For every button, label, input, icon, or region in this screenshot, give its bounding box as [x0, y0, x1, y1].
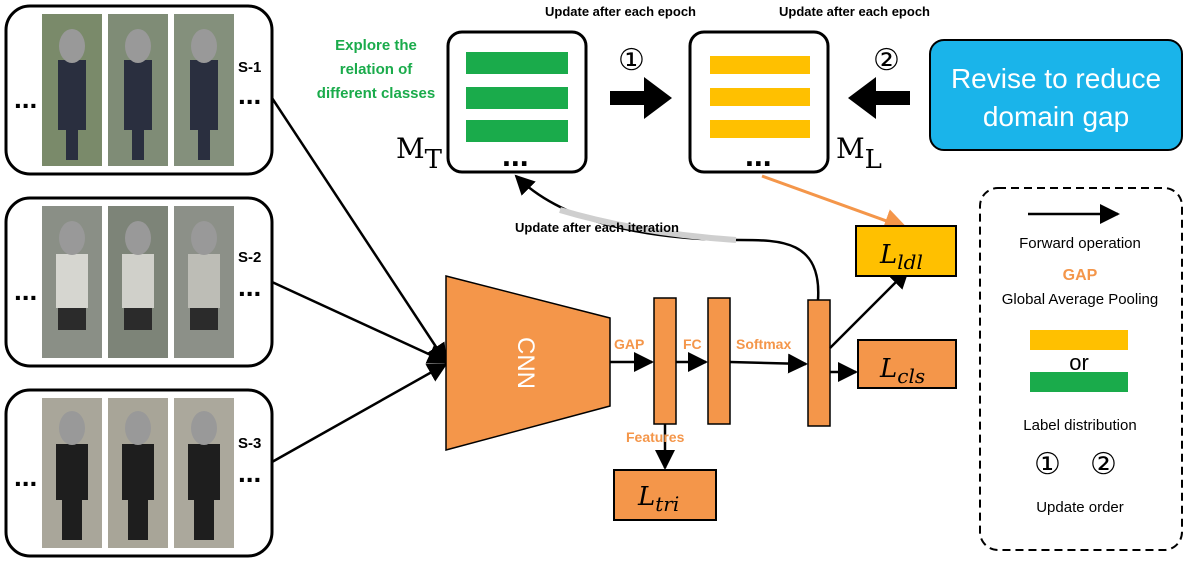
legend-or: or	[1069, 350, 1089, 375]
step-2-icon: ②	[873, 43, 900, 78]
svg-text:Lcls: Lcls	[879, 354, 925, 388]
legend-forward: Forward operation	[1019, 235, 1141, 252]
update-epoch-label-1: Update after each epoch	[545, 4, 696, 19]
fc-layer	[707, 297, 731, 425]
loss-tri: Ltri	[613, 469, 717, 521]
loss-ldl: Lldl	[855, 225, 957, 277]
sequence-label: S-1	[238, 59, 261, 76]
right-ellipsis: ...	[238, 457, 261, 488]
svg-text:different classes: different classes	[317, 85, 435, 102]
update-iteration-label: Update after each iteration	[515, 220, 679, 235]
legend-gap: GAP	[1063, 267, 1098, 284]
arrow-s1-cnn	[270, 97, 448, 364]
face-mask-icon	[125, 221, 151, 255]
face-mask-icon	[125, 29, 151, 63]
memory-ellipsis: ...	[502, 137, 529, 173]
face-mask-icon	[125, 411, 151, 445]
face-mask-icon	[59, 29, 85, 63]
arrow-s2-cnn	[271, 280, 448, 364]
legend-order-2-icon: ②	[1090, 447, 1117, 482]
softmax-label: Softmax	[736, 336, 791, 352]
arrow-s3-cnn	[271, 362, 448, 464]
update-iteration-curve	[514, 174, 820, 301]
right-ellipsis: ...	[238, 271, 261, 302]
sequence-label: S-3	[238, 435, 261, 452]
face-mask-icon	[59, 411, 85, 445]
legend-gap-desc: Global Average Pooling	[1002, 291, 1159, 308]
fc-label: FC	[683, 336, 702, 352]
svg-text:Lldl: Lldl	[879, 240, 923, 274]
sequence-box-2: ... ... S-2	[4, 196, 274, 368]
legend-update-order: Update order	[1036, 499, 1124, 516]
svg-text:Revise to reduce: Revise to reduce	[951, 63, 1161, 94]
face-mask-icon	[191, 411, 217, 445]
legend-label-dist: Label distribution	[1023, 417, 1136, 434]
yellow-bar	[710, 88, 810, 106]
svg-text:Ltri: Ltri	[637, 482, 679, 516]
svg-text:relation of: relation of	[340, 61, 414, 78]
memory-mt: ...	[446, 30, 588, 174]
step-1-icon: ①	[618, 43, 645, 78]
green-bar	[466, 52, 568, 74]
loss-cls: Lcls	[857, 339, 957, 389]
yellow-bar	[710, 120, 810, 138]
gap-label: GAP	[614, 336, 644, 352]
face-mask-icon	[191, 221, 217, 255]
cnn-block	[445, 275, 611, 451]
legend-order-1-icon: ①	[1034, 447, 1061, 482]
memory-ml: ...	[688, 30, 830, 174]
memory-ellipsis: ...	[745, 137, 772, 173]
yellow-bar	[710, 56, 810, 74]
revise-box: Revise to reduce domain gap	[929, 39, 1183, 151]
legend-yellow-bar	[1030, 330, 1128, 350]
update-epoch-label-2: Update after each epoch	[779, 4, 930, 19]
svg-text:domain gap: domain gap	[983, 101, 1129, 132]
feature-layer	[653, 297, 677, 425]
face-mask-icon	[191, 29, 217, 63]
cnn-label: CNN	[512, 337, 539, 389]
face-mask-icon	[59, 221, 85, 255]
right-ellipsis: ...	[238, 79, 261, 110]
arrow-left-icon	[848, 77, 910, 119]
sequence-label: S-2	[238, 249, 261, 266]
arrow-fc-softmax	[729, 353, 808, 374]
mt-label: MT	[396, 132, 443, 175]
left-ellipsis: ...	[14, 83, 37, 114]
features-label: Features	[626, 429, 685, 445]
ml-label: ML	[836, 132, 882, 175]
green-bar	[466, 120, 568, 142]
arrow-right-icon	[610, 77, 672, 119]
explore-text: Explore the relation of different classe…	[317, 37, 435, 102]
arrow-to-ldl	[829, 268, 910, 349]
sequence-box-1: ... ... S-1	[4, 4, 274, 176]
left-ellipsis: ...	[14, 461, 37, 492]
sequence-box-3: ... ... S-3	[4, 388, 274, 558]
ml-to-ldl-arrow	[761, 174, 909, 232]
green-bar	[466, 87, 568, 109]
update-iteration-highlight	[559, 207, 737, 243]
legend-green-bar	[1030, 372, 1128, 392]
softmax-layer	[807, 299, 831, 427]
left-ellipsis: ...	[14, 275, 37, 306]
legend: Forward operation GAP Global Average Poo…	[979, 187, 1183, 551]
svg-text:Explore the: Explore the	[335, 37, 417, 54]
